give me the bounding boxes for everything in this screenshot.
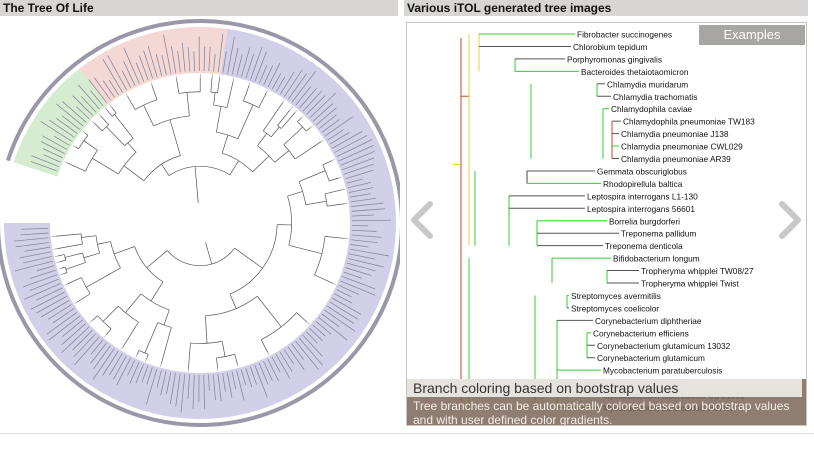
right-panel-title: Various iTOL generated tree images	[404, 0, 808, 16]
tree-leaf-label: Corynebacterium efficiens	[593, 328, 689, 338]
tree-leaf-label: Treponema pallidum	[621, 229, 696, 239]
slide-caption: Branch coloring based on bootstrap value…	[407, 379, 806, 426]
tree-leaf-label: Treponema denticola	[605, 241, 683, 251]
tree-leaf-label: Bifidobacterium longum	[613, 254, 700, 264]
left-panel-title: The Tree Of Life	[0, 0, 398, 16]
tree-leaf-label: Chlamydia muridarum	[607, 79, 688, 89]
caption-title: Branch coloring based on bootstrap value…	[407, 379, 802, 397]
tree-leaf-label: Gemmata obscuriglobus	[597, 166, 687, 176]
tree-leaf-label: Bacteroides thetaiotaomicron	[581, 67, 689, 77]
tree-leaf-label: Chlamydophila pneumoniae TW183	[623, 117, 755, 127]
tree-leaf-label: Mycobacterium paratuberculosis	[603, 366, 722, 376]
tree-leaf-label: Chlamydia pneumoniae AR39	[621, 154, 731, 164]
tree-leaf-label: Chlorobium tepidum	[573, 42, 647, 52]
tree-leaf-label: Chlamydophila caviae	[611, 104, 693, 114]
tree-leaf-label: Rhodopirellula baltica	[603, 179, 683, 189]
tree-leaf-label: Chlamydia trachomatis	[613, 92, 697, 102]
tree-leaf-label: Streptomyces coelicolor	[571, 303, 659, 313]
tree-leaf-label: Chlamydia pneumoniae J138	[621, 129, 729, 139]
tree-leaf-label: Leptospira interrogans 56601	[587, 204, 695, 214]
tree-leaf-label: Borrelia burgdorferi	[609, 216, 680, 226]
footer-divider	[0, 433, 814, 434]
tree-leaf-label: Porphyromonas gingivalis	[567, 54, 662, 64]
chevron-right-icon[interactable]	[772, 200, 806, 240]
tree-of-life-image[interactable]	[0, 18, 400, 428]
caption-text: Tree branches can be automatically color…	[413, 399, 790, 426]
tree-leaf-label: Corynebacterium diphtheriae	[595, 316, 702, 326]
tree-leaf-label: Streptomyces avermitilis	[571, 291, 661, 301]
tree-leaf-label: Chlamydia pneumoniae CWL029	[621, 142, 743, 152]
examples-button[interactable]: Examples	[699, 25, 805, 45]
tree-leaf-label: Leptospira interrogans L1-130	[587, 191, 698, 201]
tree-leaf-label: Corynebacterium glutamicum 13032	[597, 341, 731, 351]
tree-leaf-label: Tropheryma whipplei Twist	[641, 279, 739, 289]
chevron-left-icon[interactable]	[406, 200, 440, 240]
tree-leaf-label: Fibrobacter succinogenes	[577, 30, 672, 40]
tree-leaf-label: Tropheryma whipplei TW08/27	[641, 266, 754, 276]
tree-leaf-label: Corynebacterium glutamicum	[597, 353, 705, 363]
